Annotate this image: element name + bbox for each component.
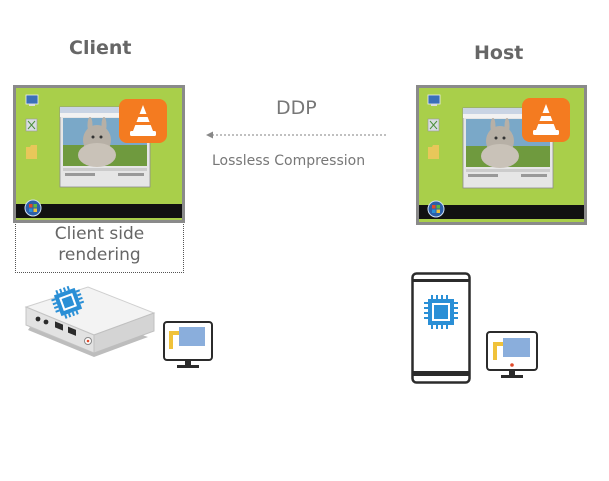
host-desktop-screen	[416, 85, 587, 225]
client-desktop-screen	[13, 85, 185, 223]
computer-icon	[25, 94, 39, 106]
data-flow-arrow	[206, 131, 386, 139]
cpu-chip-icon	[51, 285, 85, 319]
computer-icon	[427, 94, 441, 106]
start-button-icon	[427, 200, 445, 218]
client-rendering-callout: Client side rendering	[15, 222, 184, 273]
render-label-line2: rendering	[58, 245, 141, 265]
host-title: Host	[474, 42, 524, 64]
vlc-cone-icon	[522, 98, 570, 142]
recycle-bin-icon	[427, 118, 440, 132]
mini-pc-icon	[24, 286, 156, 357]
vlc-cone-icon	[119, 99, 167, 143]
render-label-line1: Client side	[54, 224, 145, 244]
folder-icon	[428, 145, 439, 159]
cpu-chip-icon	[424, 295, 458, 329]
monitor-icon	[163, 321, 213, 368]
protocol-label: DDP	[276, 97, 317, 119]
recycle-bin-icon	[25, 118, 38, 132]
start-button-icon	[24, 199, 42, 217]
monitor-icon	[486, 331, 538, 378]
compression-label: Lossless Compression	[212, 153, 366, 169]
client-title: Client	[69, 37, 132, 59]
tower-pc-icon	[411, 272, 471, 384]
folder-icon	[26, 145, 37, 159]
